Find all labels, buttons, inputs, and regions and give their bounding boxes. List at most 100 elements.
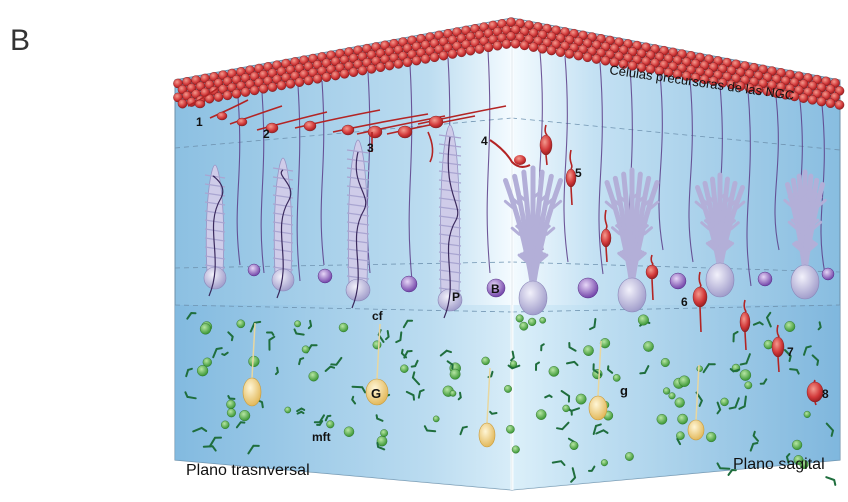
precursor-cell-icon <box>502 39 511 48</box>
granule-cell-icon <box>697 366 703 372</box>
granule-cell-icon <box>203 358 212 367</box>
stage-label-8: 8 <box>822 387 829 401</box>
precursor-cell-icon <box>322 73 331 82</box>
stage-label-1: 1 <box>196 115 203 129</box>
granule-cell-icon <box>512 446 520 454</box>
granule-cell-icon <box>549 366 559 376</box>
granule-cell-icon <box>433 416 439 422</box>
precursor-cell-icon <box>349 68 358 77</box>
stage-label-3: 3 <box>367 141 374 155</box>
granule-cell-icon <box>804 411 811 418</box>
transversal-plane-label: Plano trasnversal <box>186 462 310 480</box>
granule-cell-icon <box>373 341 381 349</box>
basket-cell-label: B <box>491 282 500 296</box>
granule-cell-icon <box>570 441 578 449</box>
precursor-cell-icon <box>295 77 304 86</box>
precursor-cell-icon <box>565 49 574 58</box>
precursor-cell-icon <box>340 69 349 78</box>
granule-cell-icon <box>302 346 309 353</box>
granule-cell-icon <box>380 429 387 436</box>
precursor-cell-icon <box>574 51 583 60</box>
precursor-cell-icon <box>799 94 808 103</box>
granule-cell-icon <box>227 409 236 418</box>
basket-cell-icon <box>670 273 686 289</box>
precursor-cell-icon <box>511 39 520 48</box>
basket-cell-icon <box>318 269 332 283</box>
granule-cell-icon <box>520 322 528 330</box>
purkinje-label: P <box>452 290 460 304</box>
granule-cell-icon <box>638 315 649 326</box>
granule-cell-icon <box>504 385 511 392</box>
sagittal-plane-label: Plano sagital <box>733 456 825 474</box>
granule-cell-icon <box>643 341 653 351</box>
granule-cell-icon <box>200 324 211 335</box>
granule-cell-icon <box>745 382 752 389</box>
precursor-cell-icon <box>529 42 538 51</box>
granule-cell-icon <box>792 440 802 450</box>
granule-dendrite <box>826 477 835 485</box>
granule-cell-icon <box>576 394 586 404</box>
granule-cell-icon <box>563 405 570 412</box>
precursor-cell-icon <box>556 48 565 57</box>
precursor-cell-icon <box>403 58 412 67</box>
precursor-cell-icon <box>457 48 466 57</box>
granule-cell-label: g <box>620 383 628 398</box>
granule-cell-icon <box>740 370 751 381</box>
precursor-cell-icon <box>268 82 277 91</box>
precursor-cell-icon <box>358 66 367 75</box>
precursor-cell-icon <box>277 81 286 90</box>
mossy-fiber-terminal-label: mft <box>312 430 331 444</box>
granule-cell-icon <box>239 410 250 421</box>
precursor-cell-icon <box>592 54 601 63</box>
precursor-cell-icon <box>331 71 340 80</box>
granule-cell-icon <box>613 374 620 381</box>
granule-cell-icon <box>226 400 235 409</box>
granule-cell-icon <box>339 323 348 332</box>
granule-cell-icon <box>197 365 208 376</box>
granule-cell-icon <box>583 346 593 356</box>
precursor-cell-icon <box>583 53 592 62</box>
stage-label-6: 6 <box>681 295 688 309</box>
granule-cell-icon <box>450 369 460 379</box>
basket-cell-icon <box>248 264 260 276</box>
precursor-cell-icon <box>286 79 295 88</box>
granule-cell-icon <box>721 398 729 406</box>
granule-cell-icon <box>285 407 291 413</box>
precursor-cell-icon <box>232 89 241 98</box>
precursor-cell-icon <box>304 76 313 85</box>
precursor-cell-icon <box>439 51 448 60</box>
stage-label-2: 2 <box>263 127 270 141</box>
granule-cell-icon <box>506 425 514 433</box>
precursor-cell-icon <box>826 99 835 108</box>
granule-cell-icon <box>676 432 684 440</box>
precursor-cell-icon <box>430 53 439 62</box>
granule-cell-icon <box>785 321 795 331</box>
precursor-cell-icon <box>835 100 844 109</box>
precursor-cell-icon <box>421 54 430 63</box>
precursor-cell-icon <box>214 92 223 101</box>
granule-cell-icon <box>764 340 773 349</box>
stage-label-5: 5 <box>575 166 582 180</box>
precursor-cell-icon <box>475 44 484 53</box>
precursor-cell-icon <box>376 63 385 72</box>
granule-cell-icon <box>400 365 408 373</box>
precursor-cell-icon <box>223 91 232 100</box>
precursor-cell-icon <box>448 49 457 58</box>
granule-cell-icon <box>706 432 716 442</box>
stage-label-4: 4 <box>481 134 488 148</box>
precursor-cell-icon <box>367 64 376 73</box>
granule-cell-icon <box>679 376 690 387</box>
precursor-cell-icon <box>538 44 547 53</box>
precursor-cell-icon <box>259 84 268 93</box>
precursor-cell-icon <box>394 59 403 68</box>
basket-cell-icon <box>822 268 834 280</box>
precursor-cell-icon <box>484 43 493 52</box>
basket-cell-icon <box>758 272 772 286</box>
precursor-cell-icon <box>601 56 610 65</box>
granule-cell-icon <box>344 427 354 437</box>
precursor-cell-icon <box>241 87 250 96</box>
precursor-cell-icon <box>466 46 475 55</box>
precursor-cell-icon <box>547 46 556 55</box>
precursor-cell-icon <box>493 41 502 50</box>
